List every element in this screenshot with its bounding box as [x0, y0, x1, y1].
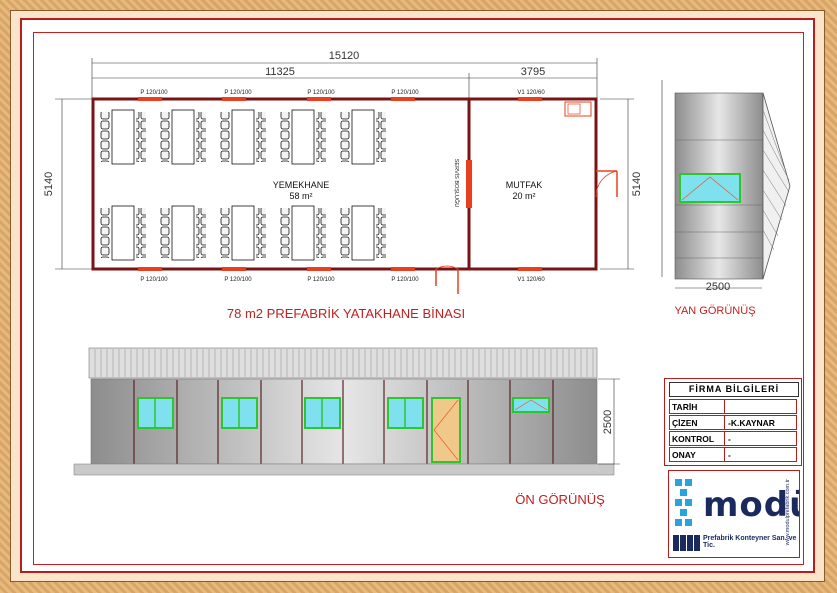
- firm-info-row-control: KONTROL -: [669, 431, 797, 446]
- dining-tables: [99, 109, 387, 261]
- plan-dimensions: [55, 58, 634, 270]
- room-dining-area: 58 m²: [289, 191, 312, 201]
- side-view: [661, 80, 791, 289]
- window-label-top-3: P 120/100: [307, 90, 335, 96]
- drawing-title: 78 m2 PREFABRİK YATAKHANE BİNASI: [226, 306, 466, 321]
- kitchen-sink: [564, 101, 592, 117]
- firm-info-row-drawn: ÇİZEN -K.KAYNAR: [669, 415, 797, 430]
- kitchen-window-label-bottom: V1 120/60: [517, 277, 545, 283]
- plan-windows: [138, 97, 542, 271]
- drawing-sheet-inner: [33, 32, 804, 565]
- firm-info-value: -: [728, 450, 731, 460]
- company-logo: modül Prefabrik Konteyner San. ve Tic. w…: [668, 470, 800, 558]
- window-label-bottom-4: P 120/100: [391, 277, 419, 283]
- window-label-top-2: P 120/100: [224, 90, 252, 96]
- firm-info-key: ONAY: [672, 450, 696, 460]
- plan-doors: [435, 170, 618, 294]
- room-kitchen-area: 20 m²: [512, 191, 535, 201]
- logo-subtitle: Prefabrik Konteyner San. ve Tic.: [703, 535, 797, 549]
- side-view-label: YAN GÖRÜNÜŞ: [674, 305, 756, 317]
- window-label-bottom-1: P 120/100: [140, 277, 168, 283]
- firm-info-value: -: [728, 434, 731, 444]
- dim-right: 3795: [521, 66, 545, 78]
- dim-total: 15120: [329, 50, 360, 62]
- dim-height-left: 5140: [43, 172, 55, 196]
- service-opening-mark: [466, 160, 472, 208]
- window-label-top-4: P 120/100: [391, 90, 419, 96]
- firm-info-key: ÇİZEN: [672, 418, 698, 428]
- side-dim-width: 2500: [706, 281, 730, 293]
- window-label-top-1: P 120/100: [140, 90, 168, 96]
- firm-info-header: FİRMA BİLGİLERİ: [669, 382, 799, 397]
- front-view: [73, 347, 620, 476]
- service-opening-label: SERVİS BOŞLUĞU: [453, 159, 460, 208]
- firm-info-row-date: TARİH: [669, 399, 797, 414]
- logo-url: www.modulprefabrik.com.tr: [785, 479, 791, 546]
- firm-info-key: KONTROL: [672, 434, 715, 444]
- dim-left: 11325: [265, 66, 295, 78]
- firm-info-box: FİRMA BİLGİLERİ TARİH ÇİZEN -K.KAYNAR KO…: [664, 378, 802, 466]
- room-dining-name: YEMEKHANE: [273, 180, 330, 190]
- front-dim-height: 2500: [602, 410, 614, 434]
- kitchen-window-label-top: V1 120/60: [517, 90, 545, 96]
- window-label-bottom-2: P 120/100: [224, 277, 252, 283]
- window-label-bottom-3: P 120/100: [307, 277, 335, 283]
- front-view-label: ÖN GÖRÜNÜŞ: [515, 492, 605, 507]
- logo-mark-icon: [673, 479, 700, 551]
- room-kitchen-name: MUTFAK: [506, 180, 543, 190]
- firm-info-row-approval: ONAY -: [669, 447, 797, 462]
- logo-word: modül: [703, 485, 799, 525]
- dim-height-right: 5140: [631, 172, 643, 196]
- firm-info-key: TARİH: [672, 402, 698, 412]
- firm-info-value: -K.KAYNAR: [728, 418, 775, 428]
